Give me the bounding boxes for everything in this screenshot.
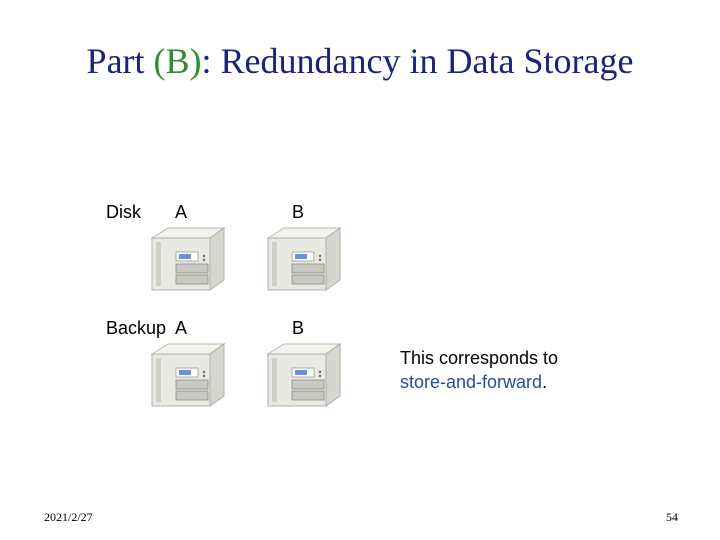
storage-enclosure-icon bbox=[262, 340, 342, 412]
store-and-forward-term: store-and-forward bbox=[400, 372, 543, 392]
storage-enclosure-icon bbox=[146, 224, 226, 296]
note-text: This corresponds to store-and-forward. bbox=[400, 346, 558, 394]
storage-enclosure-icon bbox=[146, 340, 226, 412]
footer-date: 2021/2/27 bbox=[44, 510, 93, 524]
backup-a-label: A bbox=[175, 318, 188, 338]
disk-b-label: B bbox=[292, 202, 305, 222]
title-accent: (B) bbox=[153, 41, 202, 81]
slide-title: Part (B): Redundancy in Data Storage bbox=[0, 40, 720, 82]
backup-label: Backup bbox=[106, 318, 167, 338]
storage-enclosure-icon bbox=[262, 224, 342, 296]
page-number: 54 bbox=[666, 510, 678, 524]
backup-b-label: B bbox=[292, 318, 305, 338]
title-suffix: : Redundancy in Data Storage bbox=[201, 41, 634, 81]
disk-a-label: A bbox=[175, 202, 188, 222]
disk-label: Disk bbox=[106, 202, 141, 222]
note-line2: store-and-forward. bbox=[400, 370, 558, 394]
note-line1: This corresponds to bbox=[400, 348, 559, 368]
title-prefix: Part bbox=[86, 41, 154, 81]
note-punct: . bbox=[542, 372, 548, 392]
